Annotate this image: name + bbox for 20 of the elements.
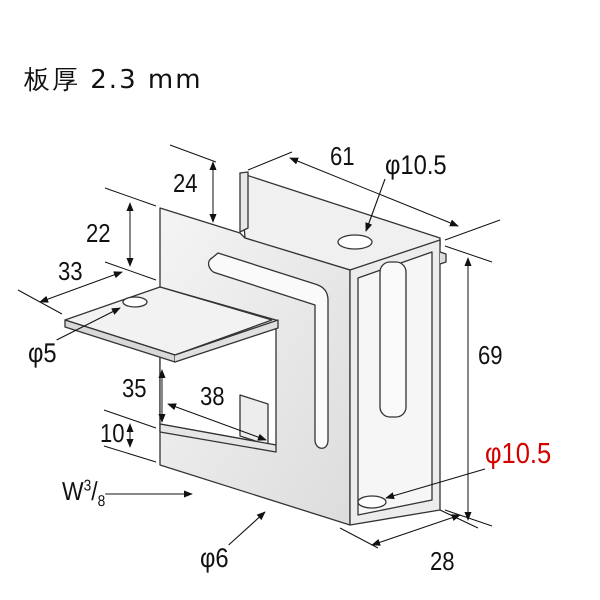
- leader-line: [228, 511, 266, 546]
- callout-text: φ10.5: [385, 152, 447, 179]
- callout-text: W$^{3}$/$_{8}$: [62, 478, 106, 510]
- callout-text: φ6: [200, 545, 229, 572]
- dimension-value: 22: [86, 220, 111, 246]
- title: 板厚 2.3 mm: [24, 64, 203, 97]
- leader-line: [385, 468, 486, 500]
- dimension-value: 38: [200, 383, 225, 409]
- dimension-value: 28: [430, 548, 455, 574]
- leader-line: [105, 490, 193, 498]
- dimension-value: 24: [173, 170, 198, 196]
- leader-line: [56, 308, 121, 340]
- dimension-value: 69: [478, 342, 503, 368]
- callout-text: φ10.5: [485, 440, 552, 469]
- dimension-value: 61: [330, 143, 355, 169]
- dimension-value: 35: [122, 375, 147, 401]
- leader-line: [365, 178, 386, 232]
- callout-text: φ5: [28, 340, 57, 367]
- dimension-value: 33: [58, 258, 83, 284]
- dimension-value: 10: [100, 420, 125, 446]
